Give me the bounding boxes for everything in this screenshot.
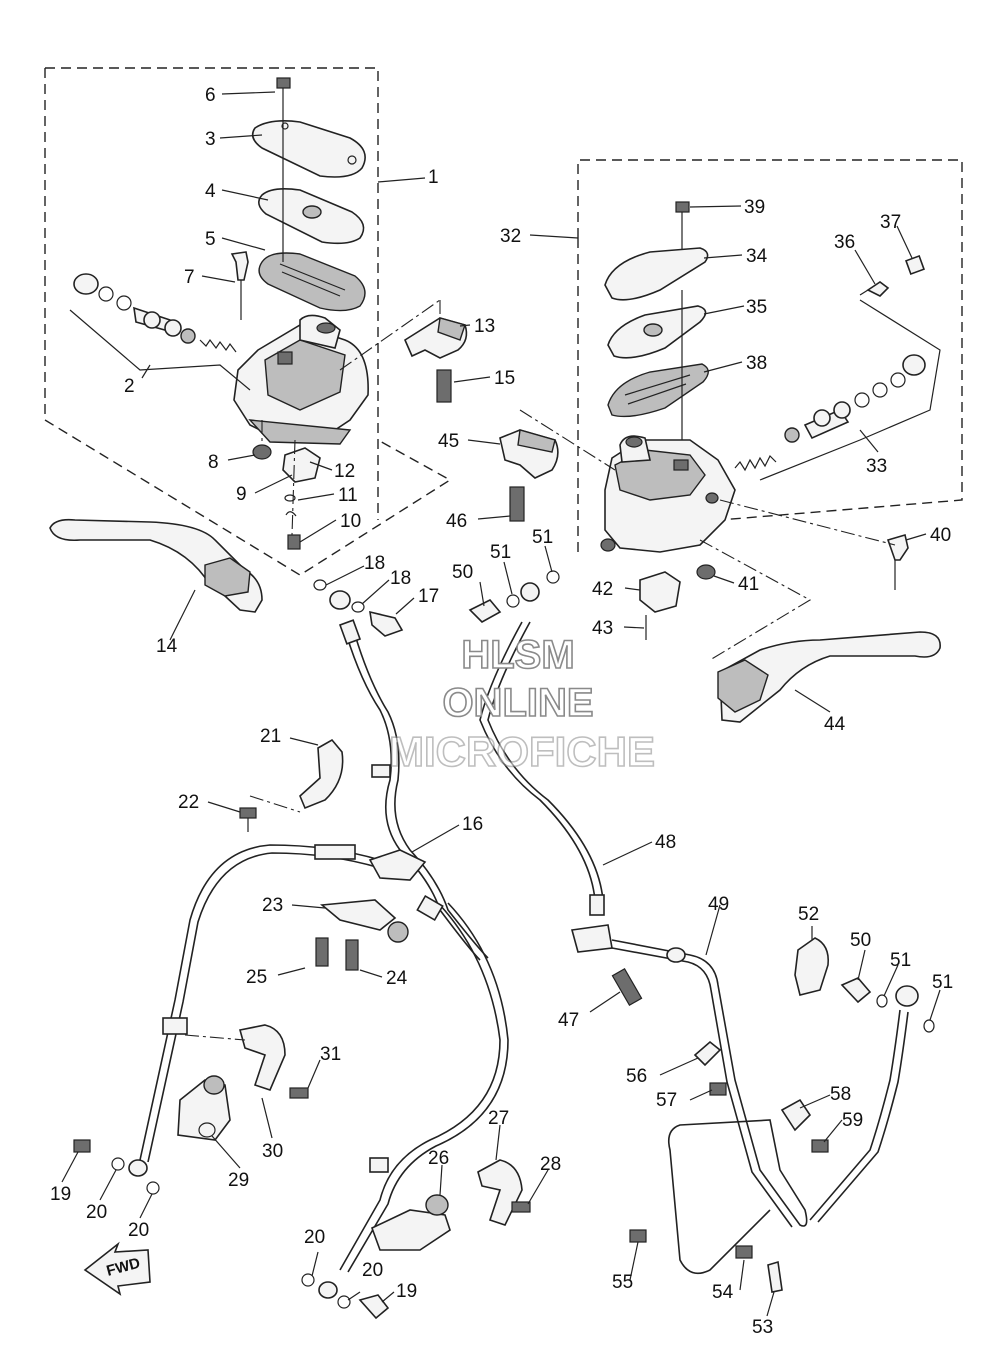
callout-37: 37 [880, 212, 901, 233]
right-brake-lever [717, 631, 941, 723]
lower-brackets [73, 738, 872, 1320]
callout-1: 1 [428, 167, 439, 188]
callout-12: 12 [334, 461, 355, 482]
callout-19a: 19 [50, 1184, 71, 1205]
callout-27: 27 [488, 1108, 509, 1129]
callout-58: 58 [830, 1084, 851, 1105]
callout-40: 40 [930, 525, 951, 546]
callout-20c: 20 [304, 1227, 325, 1248]
callout-20b: 20 [128, 1220, 149, 1241]
callout-2: 2 [124, 376, 135, 397]
callout-49: 49 [708, 894, 729, 915]
callout-46: 46 [446, 511, 467, 532]
callout-11: 11 [338, 485, 358, 506]
callout-18b: 18 [390, 568, 411, 589]
callout-3: 3 [205, 129, 216, 150]
callout-45: 45 [438, 431, 459, 452]
right-piston-kit [734, 299, 941, 481]
callout-7: 7 [184, 267, 195, 288]
callout-leaders [61, 91, 941, 1317]
callout-43: 43 [592, 618, 613, 639]
callout-8: 8 [208, 452, 219, 473]
callout-labels: 6 3 4 5 1 7 2 8 9 12 11 10 13 15 14 18 1… [50, 85, 953, 1338]
watermark-line3: MICROFICHE [389, 728, 655, 775]
callout-20d: 20 [362, 1260, 383, 1281]
callout-51a: 51 [490, 542, 511, 563]
callout-33: 33 [866, 456, 887, 477]
callout-29: 29 [228, 1170, 249, 1191]
left-brake-lever [49, 518, 263, 613]
callout-50a: 50 [452, 562, 473, 583]
callout-9: 9 [236, 484, 247, 505]
callout-21: 21 [260, 726, 281, 747]
fwd-arrow-icon: FWD [83, 1241, 151, 1296]
callout-48: 48 [655, 832, 676, 853]
callout-15: 15 [494, 368, 515, 389]
callout-6: 6 [205, 85, 216, 106]
callout-55: 55 [612, 1272, 633, 1293]
callout-41: 41 [738, 574, 759, 595]
callout-28: 28 [540, 1154, 561, 1175]
callout-22: 22 [178, 792, 199, 813]
callout-36: 36 [834, 232, 855, 253]
callout-32: 32 [500, 226, 521, 247]
left-hose-fitting [313, 579, 404, 637]
callout-38: 38 [746, 353, 767, 374]
callout-44: 44 [824, 714, 846, 735]
callout-47: 47 [558, 1010, 579, 1031]
right-master-cylinder-assembly [529, 159, 963, 661]
callout-23: 23 [262, 895, 283, 916]
piston-kit [69, 273, 251, 391]
callout-19b: 19 [396, 1281, 417, 1302]
right-clamp [499, 409, 616, 522]
callout-51b: 51 [532, 527, 553, 548]
callout-20a: 20 [86, 1202, 107, 1223]
callout-56: 56 [626, 1066, 647, 1087]
callout-53: 53 [752, 1317, 773, 1338]
right-hose-fitting [468, 570, 560, 623]
callout-16: 16 [462, 814, 483, 835]
callout-26: 26 [428, 1148, 449, 1169]
callout-14: 14 [156, 636, 178, 657]
callout-57: 57 [656, 1090, 677, 1111]
callout-35: 35 [746, 297, 767, 318]
watermark: HLSM ONLINE MICROFICHE [388, 632, 656, 776]
callout-5: 5 [205, 229, 216, 250]
callout-39: 39 [744, 197, 765, 218]
callout-17: 17 [418, 586, 439, 607]
callout-59: 59 [842, 1110, 863, 1131]
callout-51d: 51 [932, 972, 953, 993]
callout-10: 10 [340, 511, 361, 532]
callout-50b: 50 [850, 930, 871, 951]
callout-24: 24 [386, 968, 408, 989]
callout-51c: 51 [890, 950, 911, 971]
callout-54: 54 [712, 1282, 734, 1303]
left-master-cylinder-assembly [44, 67, 452, 576]
callout-31: 31 [320, 1044, 341, 1065]
callout-34: 34 [746, 246, 768, 267]
watermark-line2: ONLINE [442, 681, 593, 725]
brake-hoses [128, 619, 935, 1299]
callout-18a: 18 [364, 553, 385, 574]
callout-25: 25 [246, 967, 267, 988]
callout-52: 52 [798, 904, 819, 925]
callout-4: 4 [205, 181, 216, 202]
callout-30: 30 [262, 1141, 283, 1162]
watermark-line1: HLSM [461, 633, 574, 677]
callout-42: 42 [592, 579, 613, 600]
callout-13: 13 [474, 316, 495, 337]
